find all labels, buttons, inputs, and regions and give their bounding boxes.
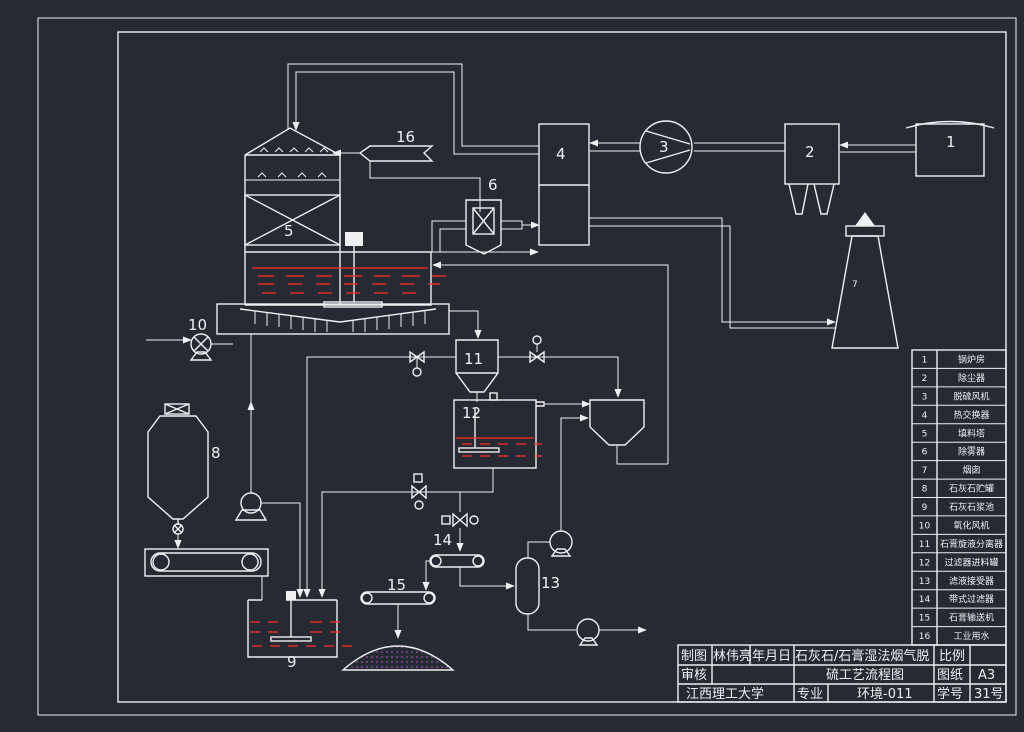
label-5: 5 [284, 222, 294, 240]
label-1: 1 [946, 133, 956, 151]
legend-name: 锅炉房 [958, 354, 985, 366]
label-7: 7 [852, 280, 858, 290]
process-water-inlet: 16 [358, 128, 434, 162]
valve-left [409, 350, 425, 377]
label-6: 6 [488, 176, 498, 194]
legend-number: 14 [919, 595, 931, 605]
tb-sheet-value: A3 [978, 668, 995, 683]
title-block [677, 644, 1007, 703]
legend-name: 石灰石浆池 [949, 501, 994, 513]
legend-number: 4 [922, 411, 928, 421]
limestone-slurry-tank: 9 [247, 591, 352, 671]
legend-name: 填料塔 [958, 427, 985, 439]
legend-name: 工业用水 [953, 630, 989, 642]
label-9: 9 [287, 653, 297, 671]
legend-number: 6 [922, 448, 928, 458]
tb-major-value: 环境-011 [857, 687, 913, 702]
label-13: 13 [541, 574, 560, 592]
legend-number: 11 [919, 540, 930, 550]
gypsum-hydrocyclone: 11 [455, 339, 499, 393]
oxidation-fan: 10 [188, 316, 213, 361]
label-16: 16 [396, 128, 415, 146]
tb-scale-label: 比例 [939, 649, 965, 664]
legend-name: 石膏旋液分离器 [940, 538, 1003, 550]
limestone-silo: 8 [147, 403, 221, 549]
filtrate-tank [589, 399, 645, 446]
tb-drawn-label: 制图 [681, 649, 707, 664]
label-2: 2 [805, 143, 815, 161]
label-15: 15 [387, 576, 406, 594]
label-14: 14 [433, 531, 452, 549]
legend-number: 7 [922, 466, 928, 476]
label-10: 10 [188, 316, 207, 334]
tb-title-line1: 石灰石/石膏湿法烟气脱 [795, 648, 929, 664]
legend-name: 脱硫风机 [953, 390, 989, 402]
legend-name: 烟囱 [962, 464, 980, 476]
packed-tower: 5 [216, 127, 450, 335]
tb-drawn-name: 林伟亮 [713, 648, 752, 664]
legend-number: 5 [922, 429, 928, 439]
legend-number: 3 [922, 392, 928, 402]
legend-number: 9 [922, 503, 928, 513]
legend-name: 热交换器 [953, 409, 989, 421]
legend-name: 石灰石贮罐 [949, 483, 994, 495]
control-valve [411, 473, 427, 510]
legend-name: 除雾器 [958, 446, 985, 458]
legend-name: 带式过滤器 [949, 593, 994, 605]
label-3: 3 [659, 138, 669, 156]
demister: 6 [465, 176, 502, 255]
boiler-house: 1 [905, 120, 995, 177]
label-4: 4 [556, 145, 566, 163]
tb-title-line2: 硫工艺流程图 [826, 668, 904, 683]
tb-id-value: 31号 [974, 687, 1004, 702]
legend-number: 13 [919, 577, 930, 587]
legend-name: 除尘器 [958, 372, 985, 384]
filter-feed-tank: 12 [453, 392, 591, 469]
tb-sheet-label: 图纸 [937, 668, 963, 683]
tb-review-label: 审核 [681, 668, 707, 683]
legend-number: 1 [922, 356, 928, 366]
gypsum-conveyor: 15 [360, 576, 436, 605]
gypsum-pile [341, 645, 455, 671]
legend-number: 10 [919, 521, 931, 531]
tb-id-label: 学号 [937, 686, 963, 702]
label-12: 12 [462, 404, 481, 422]
label-11: 11 [464, 350, 483, 368]
dust-collector: 2 [784, 123, 840, 215]
tb-school: 江西理工大学 [686, 686, 764, 702]
legend-number: 2 [922, 374, 928, 384]
legend-name: 过滤器进料罐 [944, 556, 998, 568]
heat-exchanger: 4 [538, 123, 590, 246]
legend-number: 16 [919, 632, 931, 642]
valve-right [529, 335, 545, 364]
tb-date-label: 年月日 [752, 649, 791, 664]
tb-major-label: 专业 [797, 687, 823, 702]
legend-name: 滤液接受器 [949, 575, 994, 587]
limestone-conveyor [144, 548, 269, 577]
legend-number: 12 [919, 558, 930, 568]
legend-name: 氧化风机 [953, 519, 989, 531]
slurry-pump [234, 492, 268, 521]
filtrate-receiver: 13 [515, 557, 560, 615]
check-valve [441, 512, 479, 528]
legend-number: 15 [919, 614, 930, 624]
legend-name: 石膏输送机 [949, 612, 994, 624]
belt-filter: 14 [429, 531, 485, 568]
legend-number: 8 [922, 485, 928, 495]
label-8: 8 [211, 444, 221, 462]
outer-border [37, 17, 1017, 716]
desulfurization-fan: 3 [639, 120, 693, 174]
chimney: 7 [831, 212, 899, 349]
